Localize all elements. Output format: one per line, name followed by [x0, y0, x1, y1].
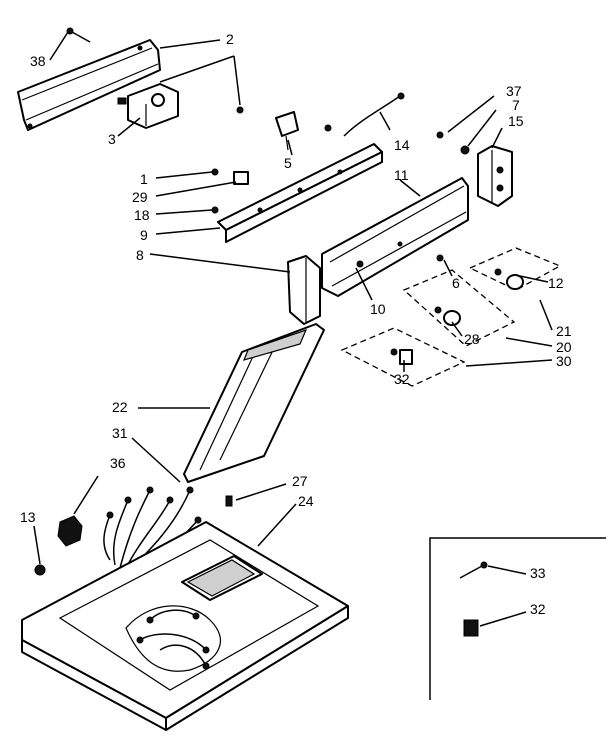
label-20: 20 [556, 339, 572, 355]
accessory-inset [429, 537, 606, 700]
label-6: 6 [452, 275, 460, 291]
label-29: 29 [132, 189, 148, 205]
label-11: 11 [394, 167, 409, 183]
screw-1 [211, 168, 219, 176]
screw [236, 106, 244, 114]
label-7: 7 [512, 97, 520, 113]
knob-group-30 [340, 327, 466, 387]
timer [117, 83, 179, 129]
switch-29 [233, 171, 249, 185]
leader-lines [33, 31, 553, 627]
label-8: 8 [136, 247, 144, 263]
screw-38 [66, 27, 91, 43]
label-31: 31 [112, 425, 128, 441]
callout-labels: 38 2 3 5 14 37 7 15 1 29 18 9 11 8 6 12 … [20, 31, 572, 617]
screw-27 [225, 495, 233, 507]
clip-7 [460, 145, 470, 155]
label-33: 33 [530, 565, 546, 581]
label-30: 30 [556, 353, 572, 369]
label-37: 37 [506, 83, 522, 99]
label-27: 27 [292, 473, 308, 489]
label-5: 5 [284, 155, 292, 171]
knob-group-20 [402, 269, 516, 347]
label-36: 36 [110, 455, 126, 471]
label-15: 15 [508, 113, 524, 129]
control-panel [321, 177, 469, 297]
label-28: 28 [464, 331, 480, 347]
label-32-knob: 32 [394, 371, 410, 387]
label-22: 22 [112, 399, 128, 415]
screw-37 [436, 131, 444, 139]
rear-panel-cover [17, 39, 161, 131]
label-1: 1 [140, 171, 148, 187]
switch-5 [275, 111, 299, 151]
label-18: 18 [134, 207, 150, 223]
screw-13 [34, 564, 46, 576]
label-14: 14 [394, 137, 410, 153]
wire-duct-22 [183, 323, 325, 483]
top-panel-24 [21, 521, 349, 731]
label-10: 10 [370, 301, 386, 317]
label-12: 12 [548, 275, 564, 291]
wire-14 [343, 92, 405, 137]
screw [324, 124, 332, 132]
screw-18 [211, 206, 219, 214]
label-3: 3 [108, 131, 116, 147]
end-bracket-15 [477, 145, 513, 207]
label-21: 21 [556, 323, 572, 339]
label-9: 9 [140, 227, 148, 243]
label-38: 38 [30, 53, 46, 69]
label-32-inset: 32 [530, 601, 546, 617]
label-24: 24 [298, 493, 314, 509]
end-cap-8 [287, 255, 321, 325]
label-2: 2 [226, 31, 234, 47]
control-channel [217, 143, 383, 243]
label-13: 13 [20, 509, 36, 525]
connector-36 [57, 515, 83, 547]
screw-6 [436, 254, 444, 262]
knob-group-21 [468, 247, 562, 291]
